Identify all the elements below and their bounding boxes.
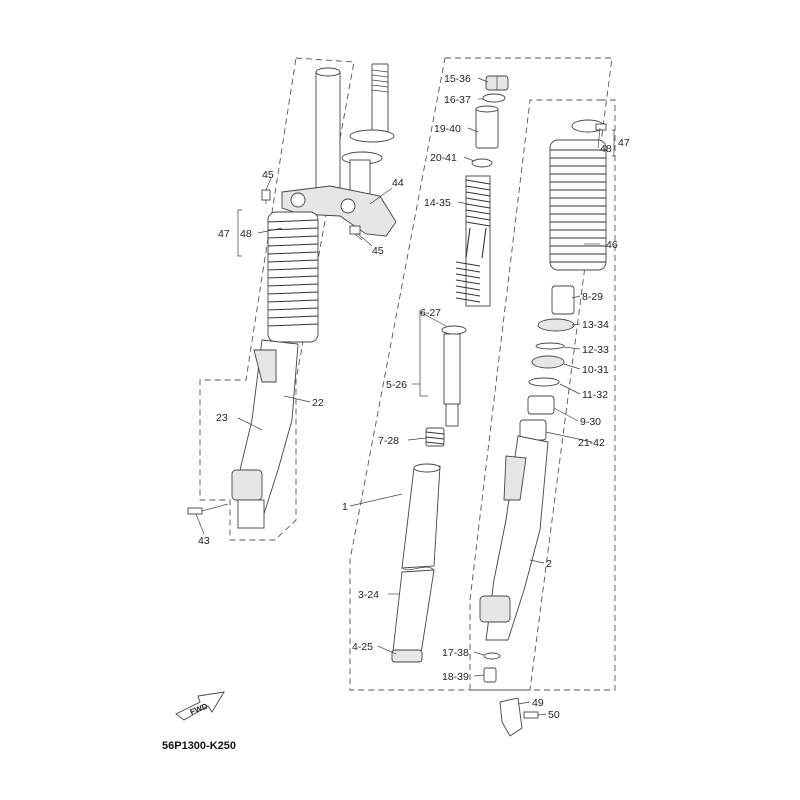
fwd-label: FWD [189, 701, 209, 716]
left-fork-bottom [237, 499, 265, 529]
callout-47-right: 47 [618, 137, 630, 149]
bracket-clamp-left [290, 192, 306, 208]
clip-12-33 [535, 342, 565, 350]
callout-3-24: 3-24 [358, 589, 379, 601]
steering-stem-threads [371, 69, 389, 93]
callout-19-40: 19-40 [434, 123, 461, 135]
outer-tube-2 [479, 435, 549, 641]
callout-46: 46 [606, 239, 618, 251]
callout-48-left: 48 [240, 228, 252, 240]
bolt-45-lower [349, 225, 363, 241]
inner-tube-3-24 [391, 463, 441, 661]
callout-6-27: 6-27 [420, 307, 441, 319]
callout-13-34: 13-34 [582, 319, 609, 331]
bushing-9-30 [527, 395, 555, 415]
left-axle-boss [231, 469, 263, 501]
boot-clamp-48 [571, 119, 607, 133]
washer-11-32 [528, 377, 560, 387]
spacer-19-40 [475, 107, 499, 149]
callout-7-28: 7-28 [378, 435, 399, 447]
bolt-43 [187, 503, 229, 515]
bracket-49 [499, 697, 523, 737]
callout-45-lower: 45 [372, 245, 384, 257]
callout-45-upper: 45 [262, 169, 274, 181]
bracket-clamp-center [340, 198, 356, 214]
upper-bearing [349, 129, 395, 143]
callout-labels: 45 44 47 48 45 22 23 43 15-36 16-37 19-4… [198, 73, 630, 721]
callout-12-33: 12-33 [582, 344, 609, 356]
callout-8-29: 8-29 [582, 291, 603, 303]
left-caliper-mount [253, 349, 277, 383]
fwd-arrow-icon: FWD [175, 691, 225, 721]
callout-50: 50 [548, 709, 560, 721]
washer-20-41 [471, 158, 493, 168]
callout-10-31: 10-31 [582, 364, 609, 376]
washer-17-38 [483, 652, 501, 660]
dust-seal-13-34 [537, 318, 575, 332]
callout-4-25: 4-25 [352, 641, 373, 653]
callout-44: 44 [392, 177, 404, 189]
left-inner-tube-top [315, 67, 341, 77]
steering-stem [371, 63, 389, 135]
bolt-45-upper [261, 189, 271, 204]
under-bracket [281, 185, 397, 237]
callout-1: 1 [342, 501, 348, 513]
inner-fork-group-outline [349, 57, 613, 691]
fork-spring-14-35 [455, 175, 491, 307]
callout-11-32: 11-32 [582, 389, 608, 401]
collar-8-29 [551, 285, 575, 315]
leader-lines [195, 77, 615, 716]
callout-49: 49 [532, 697, 544, 709]
outer-tube-group-outline [469, 99, 616, 691]
bolt-50 [523, 711, 539, 719]
callout-9-30: 9-30 [580, 416, 601, 428]
callout-16-37: 16-37 [444, 94, 471, 106]
fork-boot-46 [549, 139, 607, 271]
bolt-18-39 [483, 667, 497, 683]
callout-47-left: 47 [218, 228, 230, 240]
diagram-code: 56P1300-K250 [162, 740, 236, 752]
callout-15-36: 15-36 [444, 73, 471, 85]
callout-23: 23 [216, 412, 228, 424]
left-fork-boot [267, 211, 319, 343]
callout-21-42: 21-42 [578, 437, 605, 449]
cap-bolt-15-36 [485, 75, 509, 91]
callout-20-41: 20-41 [430, 152, 457, 164]
callout-17-38: 17-38 [442, 647, 469, 659]
oil-seal-10-31 [531, 355, 565, 369]
callout-43: 43 [198, 535, 210, 547]
callout-18-39: 18-39 [442, 671, 469, 683]
callout-14-35: 14-35 [424, 197, 451, 209]
damper-rod-5-26 [441, 325, 467, 427]
left-inner-tube [315, 69, 341, 201]
callout-48-right: 48 [600, 143, 612, 155]
o-ring-16-37 [482, 93, 506, 103]
callout-5-26: 5-26 [386, 379, 407, 391]
callout-22: 22 [312, 397, 324, 409]
rebound-spring-7-28 [425, 427, 445, 447]
slide-bushing-4-25 [391, 649, 423, 663]
callout-2: 2 [546, 558, 552, 570]
